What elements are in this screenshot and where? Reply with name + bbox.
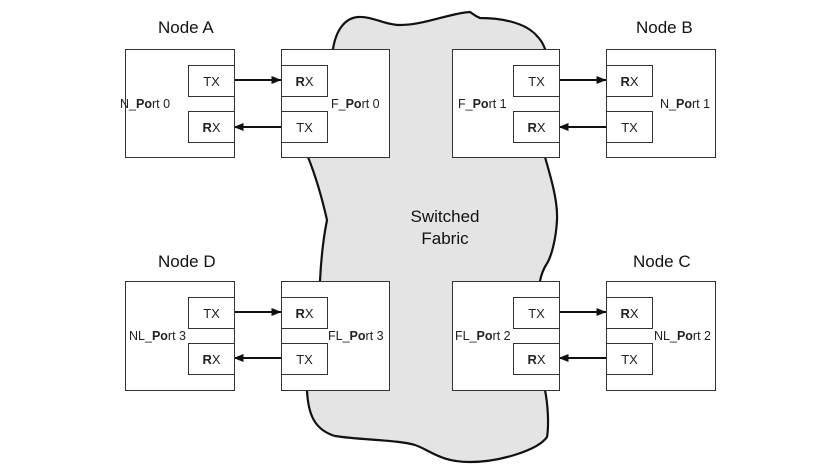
rx-label-x: X	[629, 305, 639, 321]
port-label-suffix: rt 3	[365, 329, 384, 343]
rx-label-x: X	[629, 73, 639, 89]
node-a-title: Node A	[158, 18, 214, 37]
rx-label-r: R	[527, 351, 537, 367]
tx-label: TX	[296, 351, 313, 367]
port-label-prefix: NL_	[129, 329, 152, 343]
port-label-suffix: rt 1	[691, 97, 711, 111]
tx-label: TX	[621, 119, 638, 135]
fabric-port-3-tx: TX	[281, 343, 328, 375]
port-label-suffix: rt 3	[167, 329, 186, 343]
tx-label: TX	[528, 73, 545, 89]
rx-label-x: X	[536, 119, 546, 135]
port-label-prefix: FL_	[455, 329, 477, 343]
port-label-bold: Po	[676, 329, 693, 343]
rx-label-r: R	[295, 305, 305, 321]
port-label-bold: Po	[135, 97, 152, 111]
port-label-suffix: rt 2	[692, 329, 711, 343]
fabric-port-0-tx: TX	[281, 111, 328, 143]
node-c-port-label: NL_Port 2	[654, 329, 711, 343]
node-a-port-label: N_Port 0	[120, 97, 170, 111]
tx-label: TX	[296, 119, 313, 135]
fabric-port-3-label: FL_Port 3	[328, 329, 384, 343]
rx-label-x: X	[536, 351, 546, 367]
rx-label-r: R	[527, 119, 537, 135]
fabric-port-0-label: F_Port 0	[331, 97, 380, 111]
rx-label-x: X	[304, 73, 314, 89]
port-label-bold: Po	[349, 329, 366, 343]
rx-label-r: R	[620, 73, 630, 89]
port-label-prefix: F_	[331, 97, 346, 111]
port-label-prefix: N_	[660, 97, 676, 111]
node-d-port-label: NL_Port 3	[129, 329, 186, 343]
rx-label-r: R	[620, 305, 630, 321]
node-c-tx: TX	[606, 343, 653, 375]
rx-label-x: X	[211, 119, 221, 135]
port-label-bold: Po	[345, 97, 362, 111]
rx-label-r: R	[202, 351, 212, 367]
node-a-tx: TX	[188, 65, 235, 97]
port-label-bold: Po	[472, 97, 489, 111]
port-label-suffix: rt 0	[361, 97, 380, 111]
rx-label-x: X	[304, 305, 314, 321]
node-b-port-label: N_Port 1	[660, 97, 710, 111]
fabric-label-line1: Switched	[410, 207, 480, 226]
port-label-prefix: FL_	[328, 329, 350, 343]
node-b-tx: TX	[606, 111, 653, 143]
tx-label: TX	[621, 351, 638, 367]
port-label-suffix: rt 0	[151, 97, 171, 111]
port-label-bold: Po	[476, 329, 493, 343]
port-label-prefix: F_	[458, 97, 473, 111]
fabric-port-2-label: FL_Port 2	[455, 329, 511, 343]
fabric-port-1-label: F_Port 1	[458, 97, 507, 111]
switched-fabric-label: Switched Fabric	[385, 206, 505, 250]
port-label-suffix: rt 2	[492, 329, 511, 343]
rx-label-x: X	[211, 351, 221, 367]
fabric-port-2-tx: TX	[513, 297, 560, 329]
port-label-bold: Po	[151, 329, 168, 343]
fabric-label-line2: Fabric	[421, 229, 469, 248]
port-label-bold: Po	[675, 97, 692, 111]
fabric-port-1-tx: TX	[513, 65, 560, 97]
port-label-suffix: rt 1	[488, 97, 507, 111]
rx-label-r: R	[295, 73, 305, 89]
rx-label-r: R	[202, 119, 212, 135]
tx-label: TX	[203, 73, 220, 89]
tx-label: TX	[528, 305, 545, 321]
node-c-title: Node C	[633, 252, 691, 271]
node-d-title: Node D	[158, 252, 216, 271]
node-d-tx: TX	[188, 297, 235, 329]
tx-label: TX	[203, 305, 220, 321]
node-b-title: Node B	[636, 18, 693, 37]
port-label-prefix: NL_	[654, 329, 677, 343]
port-label-prefix: N_	[120, 97, 136, 111]
